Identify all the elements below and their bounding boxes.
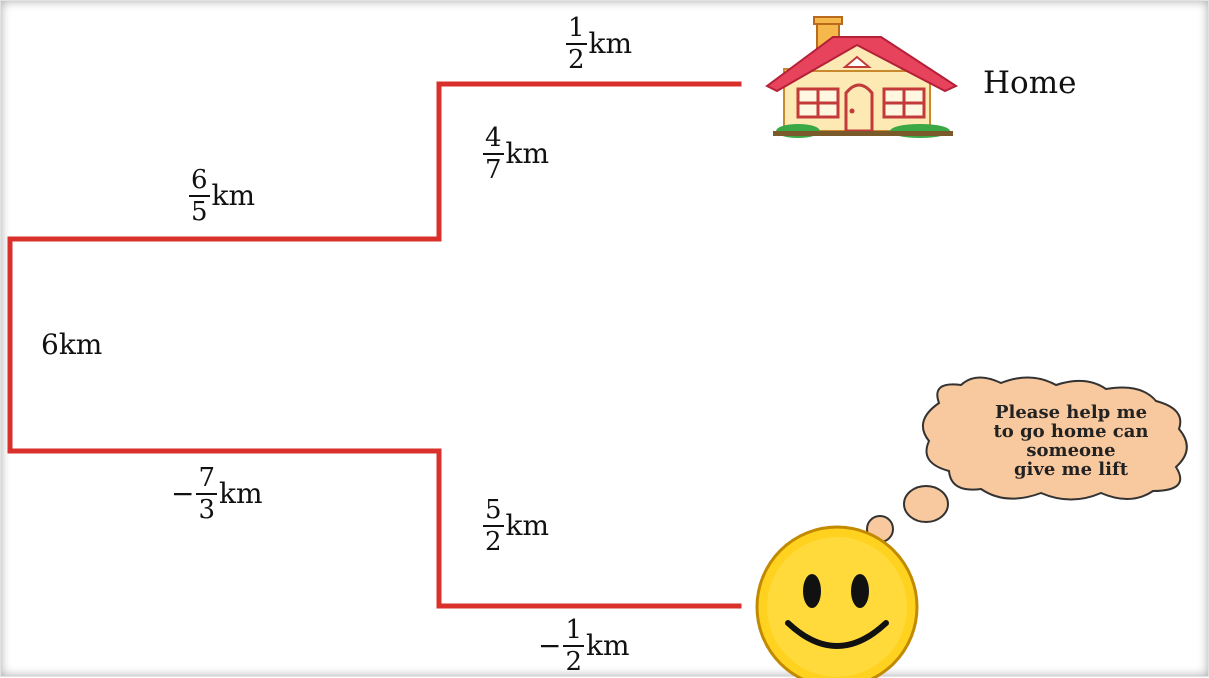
thought-cloud [921, 376, 1188, 501]
smiley-face-icon [755, 525, 919, 678]
route-path [7, 81, 742, 609]
thought-line: to go home can [993, 421, 1149, 442]
label-seg-left-vertical: 6km [41, 328, 103, 361]
house-icon [765, 16, 959, 138]
thought-line: give me lift [1013, 459, 1129, 480]
thought-text: Please help me to go home can someone gi… [946, 403, 1196, 479]
thought-line: someone [1026, 440, 1116, 461]
home-label: Home [983, 65, 1077, 101]
thought-line: Please help me [994, 402, 1148, 423]
